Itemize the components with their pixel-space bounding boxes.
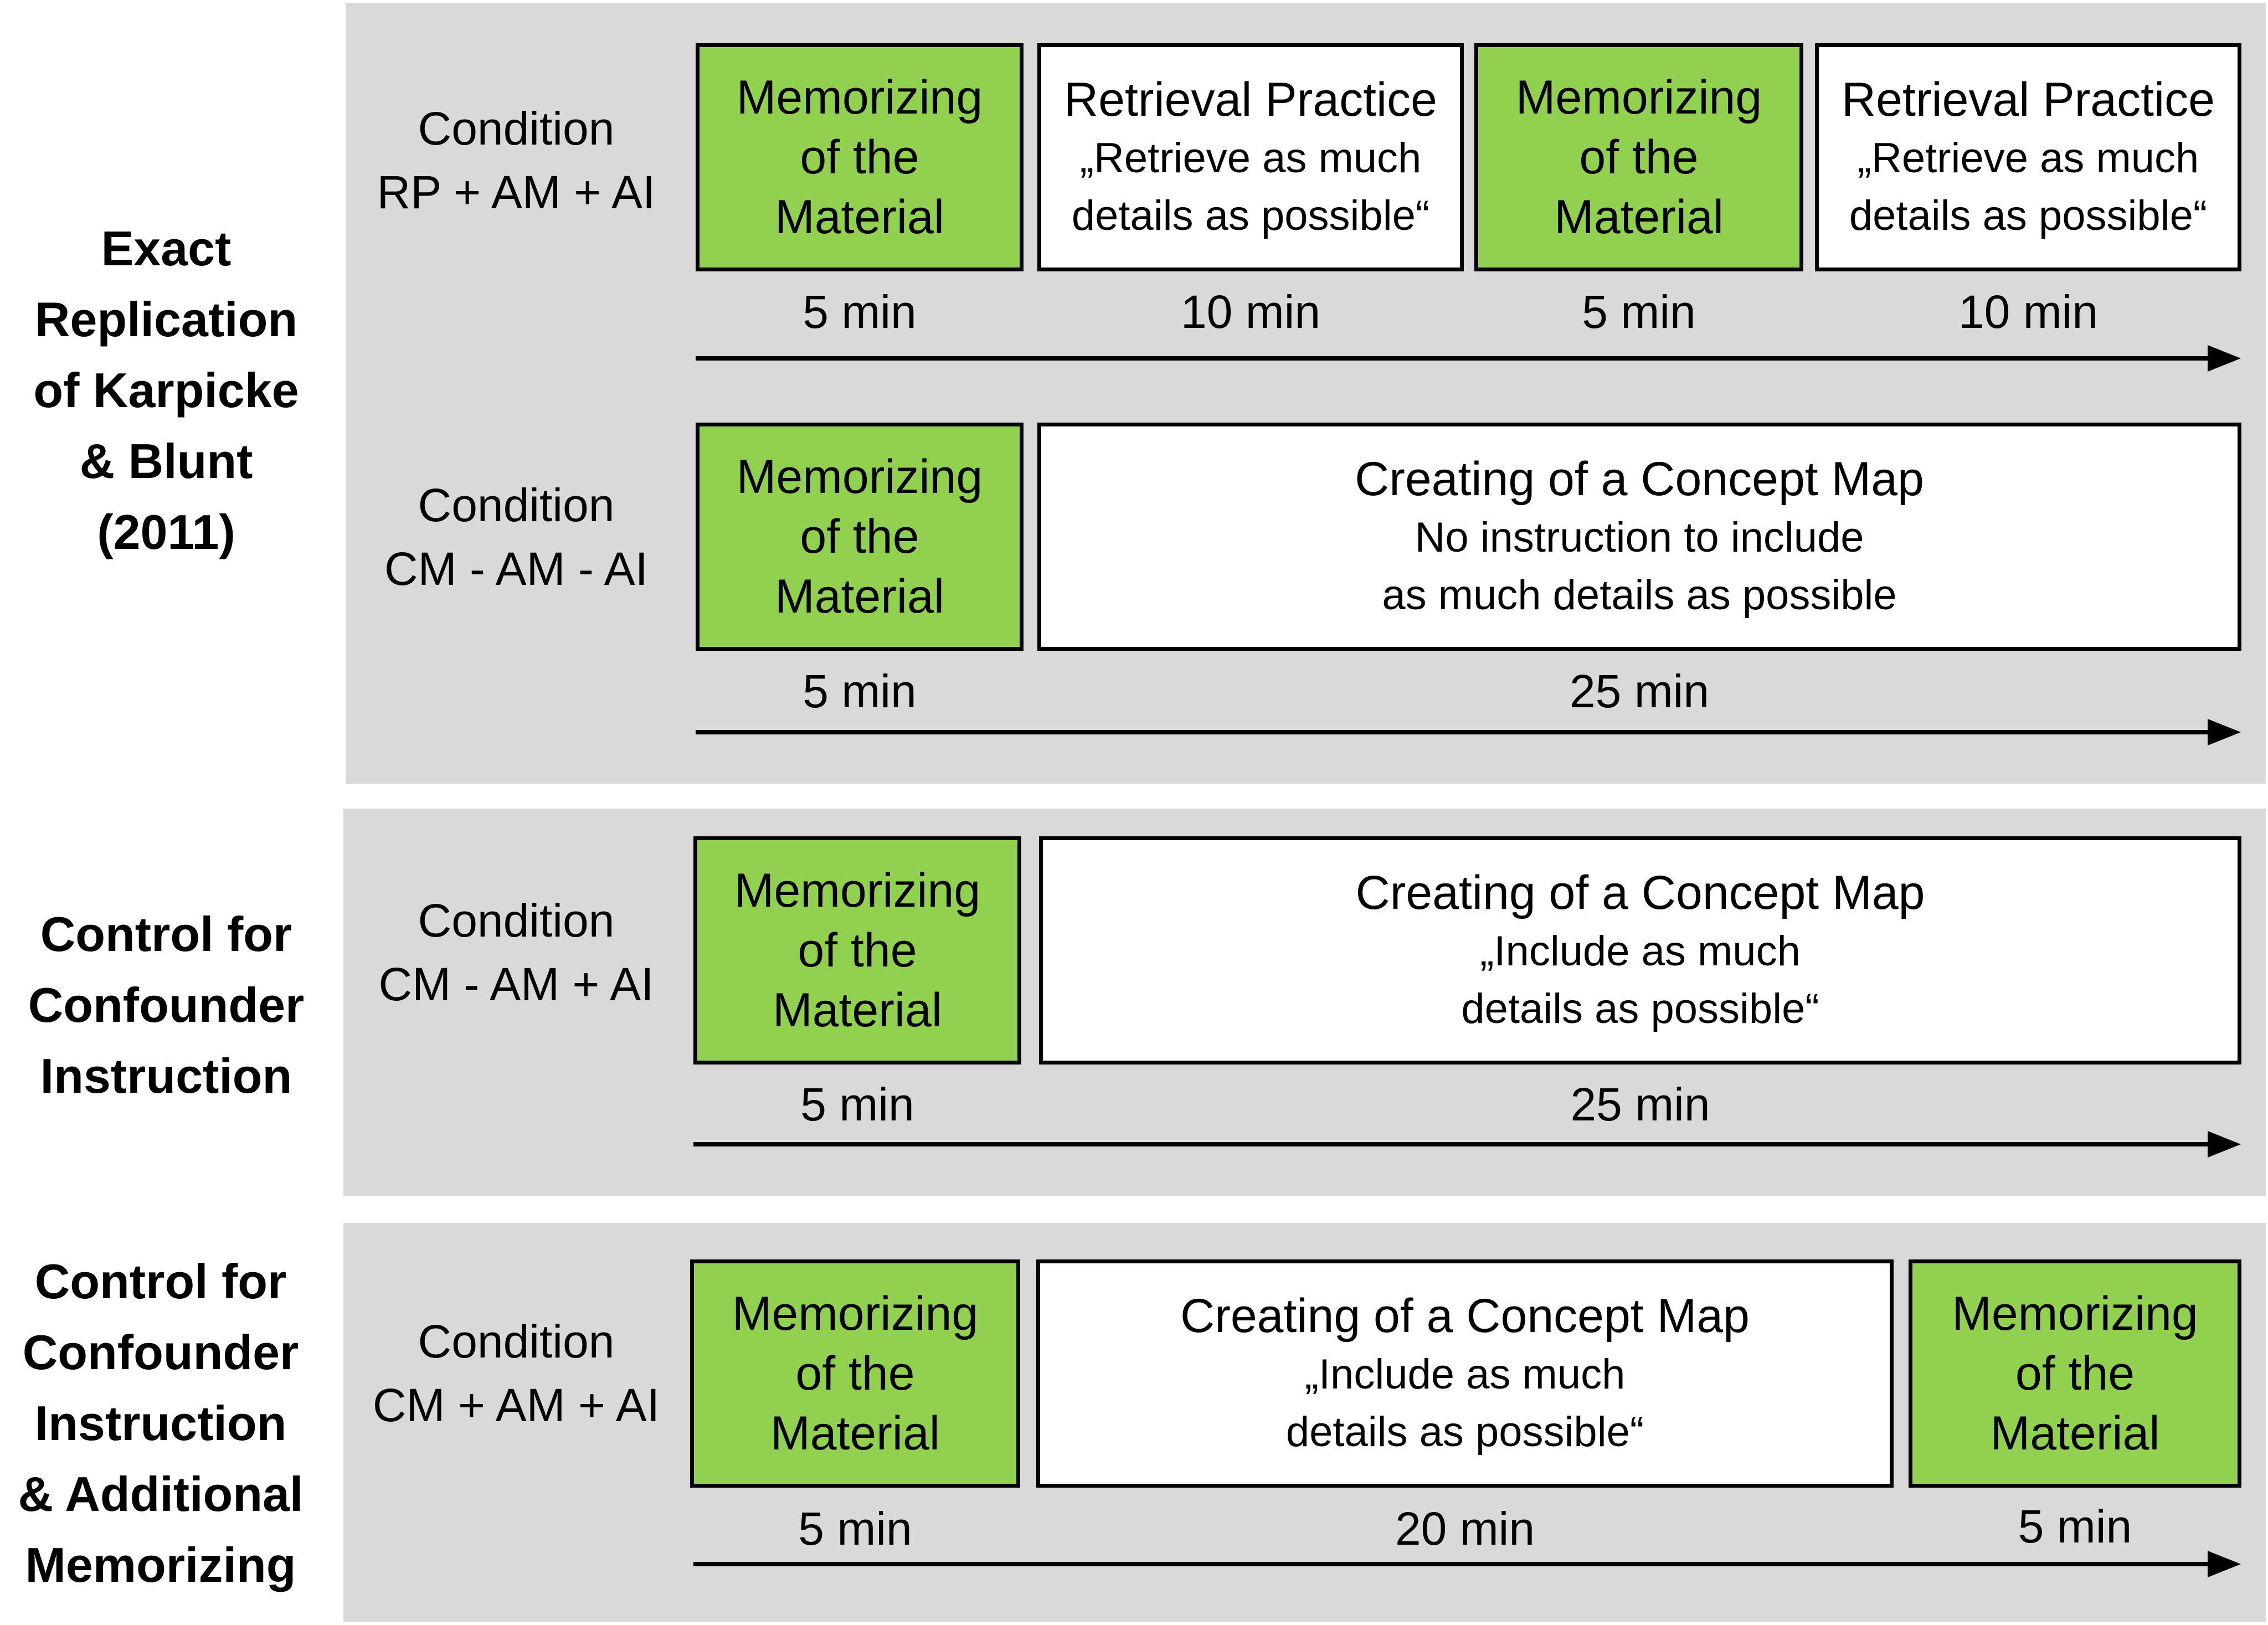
duration-label: 10 min [1958, 286, 2099, 338]
condition-label-line: Condition [418, 1315, 615, 1367]
group-label-line: Control for [40, 907, 292, 961]
condition-label-cm-am-ai-none: Condition CM - AM - AI [339, 471, 693, 604]
condition-label-line: CM + AM + AI [372, 1379, 660, 1431]
timeline-arrow [696, 716, 2241, 749]
memorizing-line: Memorizing [1515, 71, 1762, 124]
group-label-line: & Additional [18, 1467, 304, 1521]
memorizing-line: Memorizing [732, 1287, 979, 1340]
memorizing-box: Memorizing of the Material [1909, 1259, 2241, 1488]
group-label-line: Exact [101, 221, 232, 276]
timeline-arrow [693, 1547, 2241, 1581]
activity-instruction-line: „Include as much [1304, 1351, 1626, 1398]
timeline-arrow [696, 342, 2241, 375]
condition-label-line: CM - AM + AI [378, 958, 654, 1010]
memorizing-box: Memorizing of the Material [696, 43, 1024, 271]
group-label-line: of Karpicke [33, 363, 299, 418]
timeline-arrow [693, 1128, 2241, 1161]
memorizing-line: Material [770, 1407, 940, 1460]
duration-label: 5 min [803, 286, 917, 338]
duration-label: 5 min [1582, 286, 1696, 338]
activity-instruction-line: details as possible“ [1849, 192, 2208, 239]
activity-instruction-line: as much details as possible [1382, 572, 1897, 619]
group-label-control-instruction: Control for Confounder Instruction [0, 886, 332, 1124]
memorizing-line: of the [2015, 1347, 2135, 1400]
memorizing-line: of the [798, 924, 917, 977]
memorizing-box: Memorizing of the Material [1474, 43, 1803, 271]
memorizing-line: Memorizing [734, 864, 981, 917]
memorizing-line: Material [1554, 191, 1724, 244]
group-label-line: Memorizing [25, 1537, 296, 1592]
group-label-line: Control for [34, 1254, 287, 1309]
memorizing-line: Material [1990, 1407, 2160, 1460]
group-label-line: Confounder [28, 978, 305, 1032]
duration-label: 5 min [798, 1503, 912, 1555]
group-label-control-instruction-memorizing: Control for Confounder Instruction & Add… [0, 1235, 321, 1612]
activity-title: Creating of a Concept Map [1355, 452, 1924, 506]
duration-label: 5 min [803, 665, 917, 717]
memorizing-line: Memorizing [736, 450, 983, 503]
activity-instruction-line: details as possible“ [1071, 192, 1430, 239]
group-label-exact-replication: Exact Replication of Karpicke & Blunt (2… [0, 208, 332, 573]
condition-label-line: Condition [418, 894, 615, 947]
memorizing-line: of the [795, 1347, 915, 1400]
duration-label: 5 min [800, 1078, 914, 1130]
retrieval-practice-box: Retrieval Practice „Retrieve as much det… [1037, 43, 1464, 271]
memorizing-line: of the [1579, 131, 1699, 184]
activity-instruction-line: „Retrieve as much [1079, 135, 1422, 182]
duration-label: 10 min [1180, 286, 1321, 338]
concept-map-box: Creating of a Concept Map No instruction… [1037, 423, 2241, 651]
condition-label-line: Condition [418, 479, 615, 531]
memorizing-line: of the [800, 510, 919, 563]
memorizing-box: Memorizing of the Material [693, 836, 1021, 1065]
group-label-line: (2011) [97, 505, 235, 559]
condition-label-line: RP + AM + AI [377, 166, 656, 218]
memorizing-box: Memorizing of the Material [690, 1259, 1020, 1488]
memorizing-box: Memorizing of the Material [696, 423, 1024, 651]
condition-label-cm-am-ai-additional: Condition CM + AM + AI [339, 1307, 693, 1440]
group-label-line: Instruction [34, 1396, 287, 1451]
memorizing-line: Material [773, 984, 942, 1037]
retrieval-practice-box: Retrieval Practice „Retrieve as much det… [1815, 43, 2241, 271]
group-label-line: & Blunt [79, 434, 253, 488]
condition-label-line: CM - AM - AI [384, 543, 649, 595]
condition-label-rp-am-ai: Condition RP + AM + AI [339, 94, 693, 227]
activity-instruction-line: „Include as much [1480, 928, 1801, 975]
duration-label: 5 min [2018, 1500, 2132, 1552]
memorizing-line: Memorizing [736, 71, 983, 124]
activity-title: Creating of a Concept Map [1355, 866, 1925, 919]
group-label-line: Replication [34, 292, 298, 347]
duration-label: 20 min [1395, 1503, 1535, 1555]
memorizing-line: Material [775, 570, 944, 623]
duration-label: 25 min [1570, 1078, 1710, 1130]
activity-title: Creating of a Concept Map [1180, 1289, 1750, 1343]
concept-map-box: Creating of a Concept Map „Include as mu… [1039, 836, 2241, 1065]
activity-instruction-line: details as possible“ [1285, 1408, 1644, 1456]
memorizing-line: Material [775, 191, 944, 244]
activity-title: Retrieval Practice [1064, 73, 1437, 126]
concept-map-box: Creating of a Concept Map „Include as mu… [1036, 1259, 1894, 1488]
memorizing-line: of the [800, 131, 919, 184]
activity-instruction-line: details as possible“ [1461, 985, 1819, 1032]
group-label-line: Confounder [22, 1325, 299, 1380]
group-label-line: Instruction [40, 1048, 292, 1103]
condition-label-cm-am-ai-include: Condition CM - AM + AI [339, 886, 693, 1019]
memorizing-line: Memorizing [1952, 1287, 2198, 1340]
duration-label: 25 min [1569, 665, 1710, 717]
activity-instruction-line: „Retrieve as much [1857, 135, 2199, 182]
activity-title: Retrieval Practice [1842, 73, 2215, 126]
condition-label-line: Condition [418, 102, 615, 155]
activity-instruction-line: No instruction to include [1415, 514, 1864, 561]
